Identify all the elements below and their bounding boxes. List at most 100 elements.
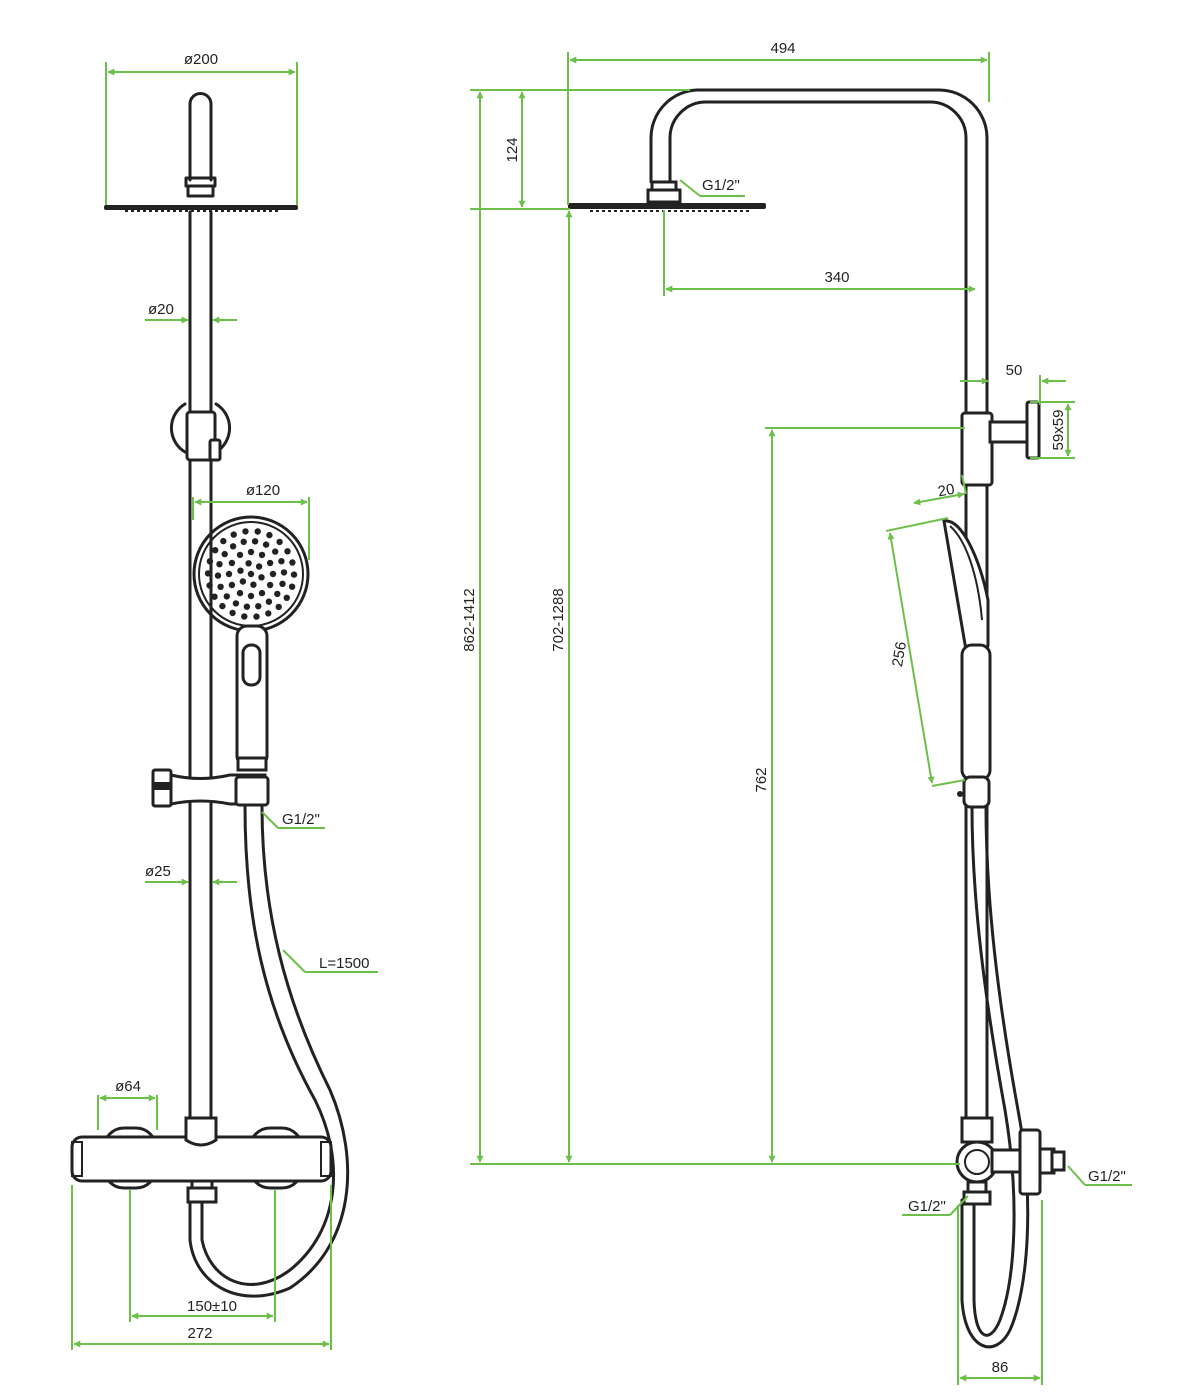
label-mixer-depth: 86 — [992, 1359, 1009, 1376]
hose-side — [960, 805, 1030, 1349]
nozzle-dot — [266, 559, 274, 567]
riser-pipe — [188, 210, 213, 1120]
label-head-diameter: ø200 — [184, 51, 218, 68]
side-riser-arm — [649, 88, 989, 1122]
nozzle-dot — [237, 567, 244, 574]
arm-joint — [186, 184, 215, 198]
nozzle-dot — [269, 570, 277, 578]
nozzle-dot — [266, 531, 273, 539]
label-riser-diameter: ø20 — [148, 301, 174, 318]
nozzle-dot — [253, 613, 260, 620]
nozzle-dot — [265, 610, 272, 617]
nozzle-dot — [243, 603, 251, 610]
label-knob-diameter: ø64 — [115, 1078, 141, 1095]
nozzle-dot — [258, 589, 266, 597]
label-inlet-thread: G1/2" — [1088, 1168, 1126, 1185]
nozzle-dot — [247, 570, 255, 578]
side-wall-bracket — [960, 400, 1041, 487]
nozzle-dot — [217, 583, 224, 590]
mixer-side — [955, 1116, 1066, 1206]
nozzle-dot — [236, 589, 244, 597]
label-hand-diameter: ø120 — [246, 482, 280, 499]
hand-shower-side — [942, 519, 992, 809]
nozzle-dot — [289, 559, 296, 566]
rain-head-side — [568, 203, 766, 212]
label-hose-length: L=1500 — [319, 955, 369, 972]
label-total-reach: 494 — [770, 40, 795, 57]
label-hand-length: 256 — [889, 640, 910, 668]
nozzle-dot — [283, 594, 290, 601]
nozzle-dot — [204, 570, 212, 577]
nozzle-dot — [230, 531, 237, 538]
nozzle-dot — [272, 548, 279, 555]
nozzle-dot — [236, 551, 244, 559]
nozzle-dot — [266, 581, 274, 589]
hand-shower-front — [192, 515, 310, 772]
nozzle-dot — [247, 592, 255, 600]
nozzle-dot — [241, 613, 248, 620]
label-mixer-width: 272 — [187, 1325, 212, 1342]
hose-front — [188, 804, 350, 1298]
nozzle-dot — [219, 602, 226, 610]
nozzle-dot — [262, 541, 270, 548]
label-head-thread: G1/2" — [702, 177, 740, 194]
nozzle-dot — [280, 569, 288, 576]
dimensions — [71, 52, 1132, 1385]
label-holder-depth: 50 — [1006, 362, 1023, 379]
side-view — [568, 88, 1066, 1349]
nozzle-dot — [258, 551, 266, 559]
nozzle-dot — [245, 560, 252, 567]
nozzle-dot — [239, 578, 247, 585]
nozzle-dot — [274, 590, 281, 598]
nozzle-dot — [265, 598, 273, 605]
nozzle-dot — [240, 538, 247, 545]
nozzle-dot — [206, 582, 213, 589]
nozzle-dot — [251, 538, 259, 545]
nozzle-dot — [212, 547, 219, 554]
nozzle-dot — [232, 600, 240, 607]
nozzle-dot — [284, 548, 291, 555]
label-total-height: 862-1412 — [461, 588, 478, 651]
dimension-labels: ø200 ø20 ø120 G1/2" ø25 L=1500 ø64 150±1… — [115, 40, 1126, 1376]
side-arm-nut — [646, 188, 682, 204]
nozzle-dot — [223, 593, 230, 600]
label-head-offset: 340 — [824, 269, 849, 286]
label-holder-height: 762 — [753, 767, 770, 792]
nozzle-dot — [242, 528, 249, 535]
label-head-height: 702-1288 — [550, 588, 567, 651]
nozzle-dot — [206, 558, 214, 565]
nozzle-dot — [254, 528, 261, 535]
label-connection-spacing: 150±10 — [187, 1298, 237, 1315]
nozzle-dot — [229, 543, 237, 550]
nozzle-dot — [211, 593, 218, 600]
label-outlet-thread: G1/2" — [908, 1198, 946, 1215]
mixer-front — [70, 1116, 333, 1204]
nozzle-dot — [276, 538, 283, 546]
nozzle-dot — [228, 581, 236, 589]
rain-head-front — [104, 205, 298, 212]
nozzle-dot — [250, 581, 257, 588]
nozzle-dot — [258, 574, 265, 581]
label-head-drop: 124 — [504, 137, 521, 162]
nozzle-dot — [220, 537, 227, 545]
wall-bracket — [169, 402, 232, 462]
nozzle-dot — [229, 609, 236, 617]
front-view — [70, 92, 350, 1298]
nozzle-dot — [279, 580, 286, 587]
nozzle-dot — [255, 563, 263, 570]
nozzle-dot — [288, 583, 296, 590]
label-hose-thread: G1/2" — [282, 811, 320, 828]
nozzle-dot — [275, 603, 282, 611]
label-lower-pipe-diameter: ø25 — [145, 863, 171, 880]
nozzle-dot — [214, 572, 222, 579]
nozzle-dot — [247, 548, 255, 556]
nozzle-dot — [278, 558, 285, 565]
nozzle-dot — [290, 571, 298, 578]
nozzle-dot — [228, 559, 236, 567]
nozzle-dot — [216, 561, 223, 568]
nozzle-dot — [255, 603, 262, 610]
nozzle-dot — [221, 550, 228, 558]
slide-holder — [151, 768, 270, 808]
nozzle-dot — [225, 570, 233, 578]
